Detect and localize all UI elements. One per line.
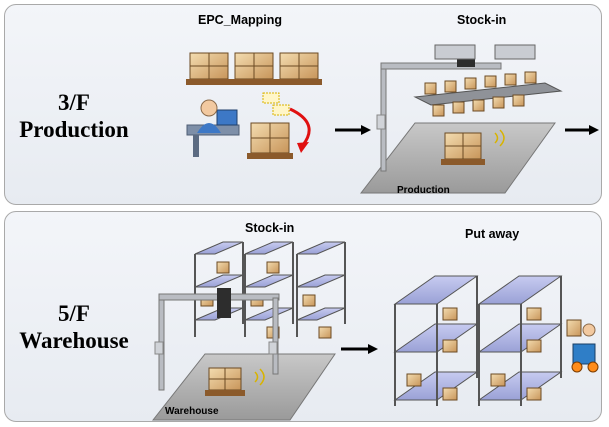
storage-rack-icon [244,241,294,339]
production-area-label: Production [397,185,450,196]
production-panel: 3/F Production EPC_Mapping Stock-in [4,4,602,205]
put-away-label: Put away [465,227,520,241]
stock-in-label: Stock-in [245,221,295,235]
pallet-icon [186,52,232,85]
warehouse-floor-area [151,353,336,421]
printer-icon [434,44,536,60]
floor-label-warehouse: 5/F Warehouse [15,300,133,354]
floor-label-production: 3/F Production [19,89,129,143]
pallet-icon [231,52,277,85]
pallet-icon [247,122,293,159]
warehouse-area-label: Warehouse [165,406,219,417]
production-illustration [186,44,599,194]
floor-number: 3/F [58,90,90,115]
rfid-gate-icon [154,288,280,391]
rfid-signal-icon [254,368,265,386]
operator-workstation-icon [186,99,240,157]
rfid-signal-icon [494,129,505,147]
flow-arrow [335,125,371,135]
storage-rack-icon [296,241,346,339]
floor-name: Warehouse [19,328,129,353]
conveyor-icon [413,71,563,117]
pallet-icon [276,52,322,85]
pallet-icon [441,132,485,165]
pallet-icon [205,367,245,396]
warehouse-illustration [151,241,599,421]
warehouse-panel: 5/F Warehouse Stock-in Put away [4,211,602,422]
floor-name: Production [19,117,129,142]
mapping-arrow-head [297,142,309,153]
storage-rack-icon [393,275,479,406]
mapping-arrow [289,107,311,146]
floor-number: 5/F [58,301,90,326]
flow-arrow [565,125,599,135]
flow-arrow [341,344,378,354]
stock-in-label: Stock-in [457,13,507,27]
storage-rack-icon [477,275,563,406]
epc-mapping-label: EPC_Mapping [198,13,283,27]
rfid-tag-icon [262,92,290,116]
forklift-icon [566,319,599,373]
